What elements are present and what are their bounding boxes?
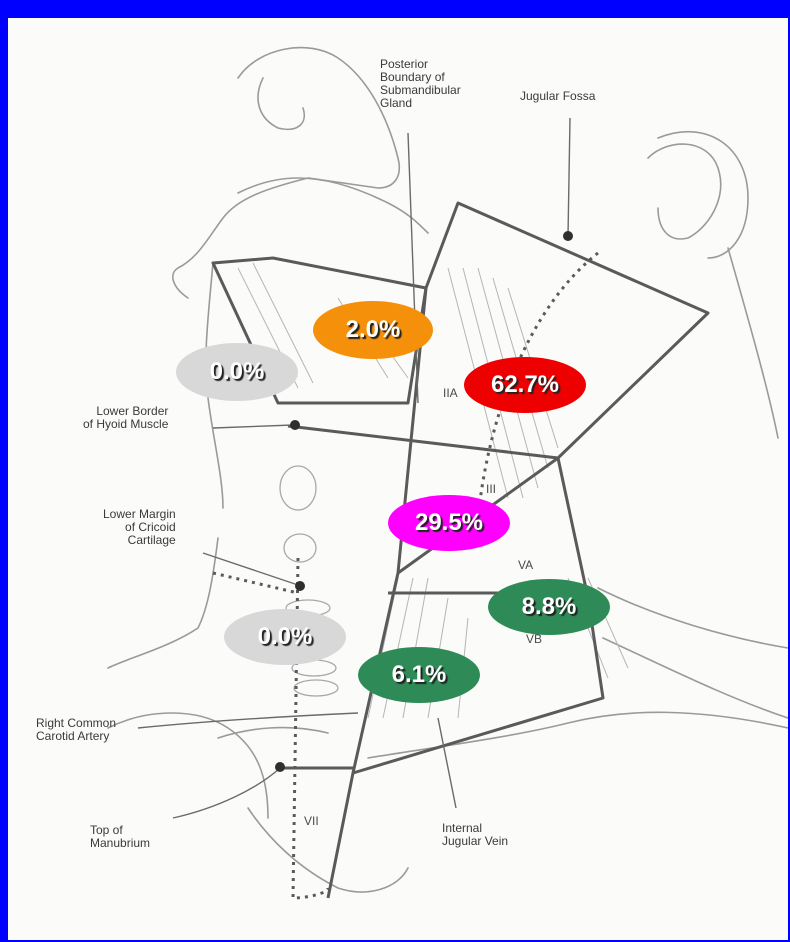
label-internal-jugular-vein: Internal Jugular Vein bbox=[442, 822, 508, 848]
percent-badge-level-ia: 0.0% bbox=[176, 343, 298, 401]
level-label-va: VA bbox=[518, 558, 533, 572]
label-jugular-fossa: Jugular Fossa bbox=[520, 90, 595, 103]
label-lower-border-hyoid: Lower Border of Hyoid Muscle bbox=[83, 405, 168, 431]
manubrium-dot bbox=[275, 762, 285, 772]
teeth-outline bbox=[238, 178, 428, 233]
sternum-outline bbox=[248, 808, 408, 892]
percent-badge-level-iii: 29.5% bbox=[388, 495, 510, 551]
percent-badge-level-iia: 62.7% bbox=[464, 357, 586, 413]
back-neck-outline bbox=[728, 248, 778, 438]
hyoid-line bbox=[288, 426, 558, 458]
cricoid-dotted-line bbox=[213, 573, 298, 593]
ear-outline bbox=[648, 144, 721, 239]
shoulder-outline bbox=[598, 588, 788, 648]
label-posterior-boundary: Posterior Boundary of Submandibular Glan… bbox=[380, 58, 461, 110]
label-lower-margin-cricoid: Lower Margin of Cricoid Cartilage bbox=[103, 508, 176, 547]
neck-diagram-panel: Posterior Boundary of Submandibular Glan… bbox=[8, 18, 788, 940]
percent-badge-level-vi: 0.0% bbox=[224, 609, 346, 665]
shoulder-outline-2 bbox=[603, 638, 788, 718]
nose-outline bbox=[258, 78, 304, 129]
body-left-outline bbox=[108, 713, 268, 818]
jugular-fossa-dot bbox=[563, 231, 573, 241]
back-neck-outline-2 bbox=[658, 132, 748, 258]
pointer-jugular-vein bbox=[438, 718, 456, 808]
pointer-manubrium bbox=[173, 768, 280, 818]
pointer-jugular-fossa bbox=[568, 118, 570, 236]
level-label-vii: VII bbox=[304, 814, 319, 828]
level-label-iii: III bbox=[486, 482, 496, 496]
neck-anatomy-drawing bbox=[8, 18, 788, 940]
pointer-hyoid bbox=[213, 425, 293, 428]
hyoid-dot bbox=[290, 420, 300, 430]
neck-front-outline bbox=[108, 538, 218, 668]
level-label-iia: IIA bbox=[443, 386, 458, 400]
percent-badge-level-ib: 2.0% bbox=[313, 301, 433, 359]
pointer-carotid bbox=[138, 713, 358, 728]
level-boundaries bbox=[213, 203, 708, 898]
percent-badge-level-iv: 6.1% bbox=[358, 647, 480, 703]
label-top-of-manubrium: Top of Manubrium bbox=[90, 824, 150, 850]
level-vii-line bbox=[328, 773, 353, 898]
label-right-common-carotid: Right Common Carotid Artery bbox=[36, 717, 116, 743]
percent-badge-level-va: 8.8% bbox=[488, 579, 610, 635]
cricoid-dot bbox=[295, 581, 305, 591]
pointer-cricoid bbox=[203, 553, 298, 585]
